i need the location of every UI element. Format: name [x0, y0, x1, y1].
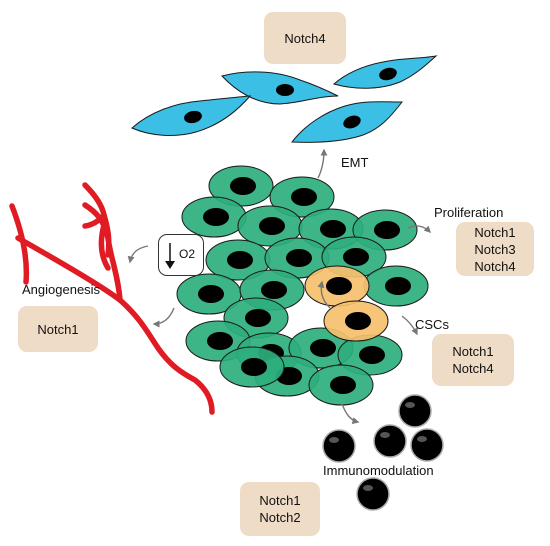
o2-label: O2	[179, 247, 196, 261]
mesenchymal-cells	[131, 55, 438, 143]
emt-notch-box: Notch4	[264, 12, 346, 64]
tumor-cell	[363, 265, 429, 307]
cancer-stem-cell	[304, 265, 370, 307]
immune-cell	[410, 428, 444, 462]
hypoxia-box: O2	[158, 234, 204, 276]
tumor-cell	[264, 237, 330, 279]
immune-cell	[322, 429, 356, 463]
process-arrows	[127, 148, 431, 425]
immune-cell-highlight	[329, 437, 339, 443]
notch-label: Notch3	[474, 241, 516, 257]
mesenchymal-cell	[291, 101, 404, 143]
immune-cell-highlight	[417, 436, 427, 442]
notch-label: Notch4	[452, 361, 494, 376]
tumor-cell	[288, 327, 354, 369]
immune-cells	[322, 394, 444, 511]
immune-arrow	[341, 403, 360, 425]
o2-arrow	[127, 245, 149, 264]
tumor-cell	[237, 205, 303, 247]
proliferation-arrow	[407, 225, 431, 233]
angiogenesis-notch-box: Notch1	[18, 306, 98, 352]
angiogenesis-arrow	[152, 307, 175, 328]
tumor-cell	[176, 273, 242, 315]
notch-label: Notch4	[474, 258, 516, 274]
tumor-cell-cluster	[176, 165, 429, 406]
immune-cell-highlight	[405, 402, 415, 408]
tumor-cell	[208, 165, 274, 207]
notch-label: Notch1	[474, 224, 516, 240]
immunomodulation-label: Immunomodulation	[323, 463, 434, 478]
cscs-label: CSCs	[415, 317, 449, 332]
immunomodulation-notch-box: Notch1 Notch2	[240, 482, 320, 536]
notch-label: Notch1	[37, 321, 79, 337]
csc-arrow-right	[401, 315, 418, 336]
mesenchymal-cell	[332, 55, 438, 89]
immune-cell	[356, 477, 390, 511]
proliferation-notch-box: Notch1 Notch3 Notch4	[456, 222, 534, 276]
immune-cell-highlight	[380, 432, 390, 438]
tumor-cell	[269, 176, 335, 218]
cscs-notch-box: Notch1 Notch4	[432, 334, 514, 386]
notch-label: Notch2	[259, 510, 301, 525]
tumor-cell	[308, 364, 374, 406]
tumor-cell	[205, 239, 271, 281]
tumor-cell	[181, 196, 247, 238]
mesenchymal-cell	[221, 71, 339, 105]
immune-cell-highlight	[363, 485, 373, 491]
tumor-cell	[219, 346, 285, 388]
notch-label: Notch1	[452, 344, 494, 359]
proliferation-label: Proliferation	[434, 205, 504, 220]
mesenchymal-cell	[131, 95, 252, 136]
emt-label: EMT	[341, 155, 369, 170]
blood-vessel	[9, 182, 215, 415]
immune-cell	[398, 394, 432, 428]
notch-label: Notch4	[284, 30, 326, 46]
angiogenesis-label: Angiogenesis	[22, 282, 101, 297]
notch-label: Notch1	[259, 493, 301, 508]
csc-arrow-up	[317, 280, 331, 309]
cancer-stem-cell	[323, 300, 389, 342]
immune-cell	[373, 424, 407, 458]
emt-arrow	[317, 148, 328, 179]
down-arrow-icon	[165, 243, 175, 269]
